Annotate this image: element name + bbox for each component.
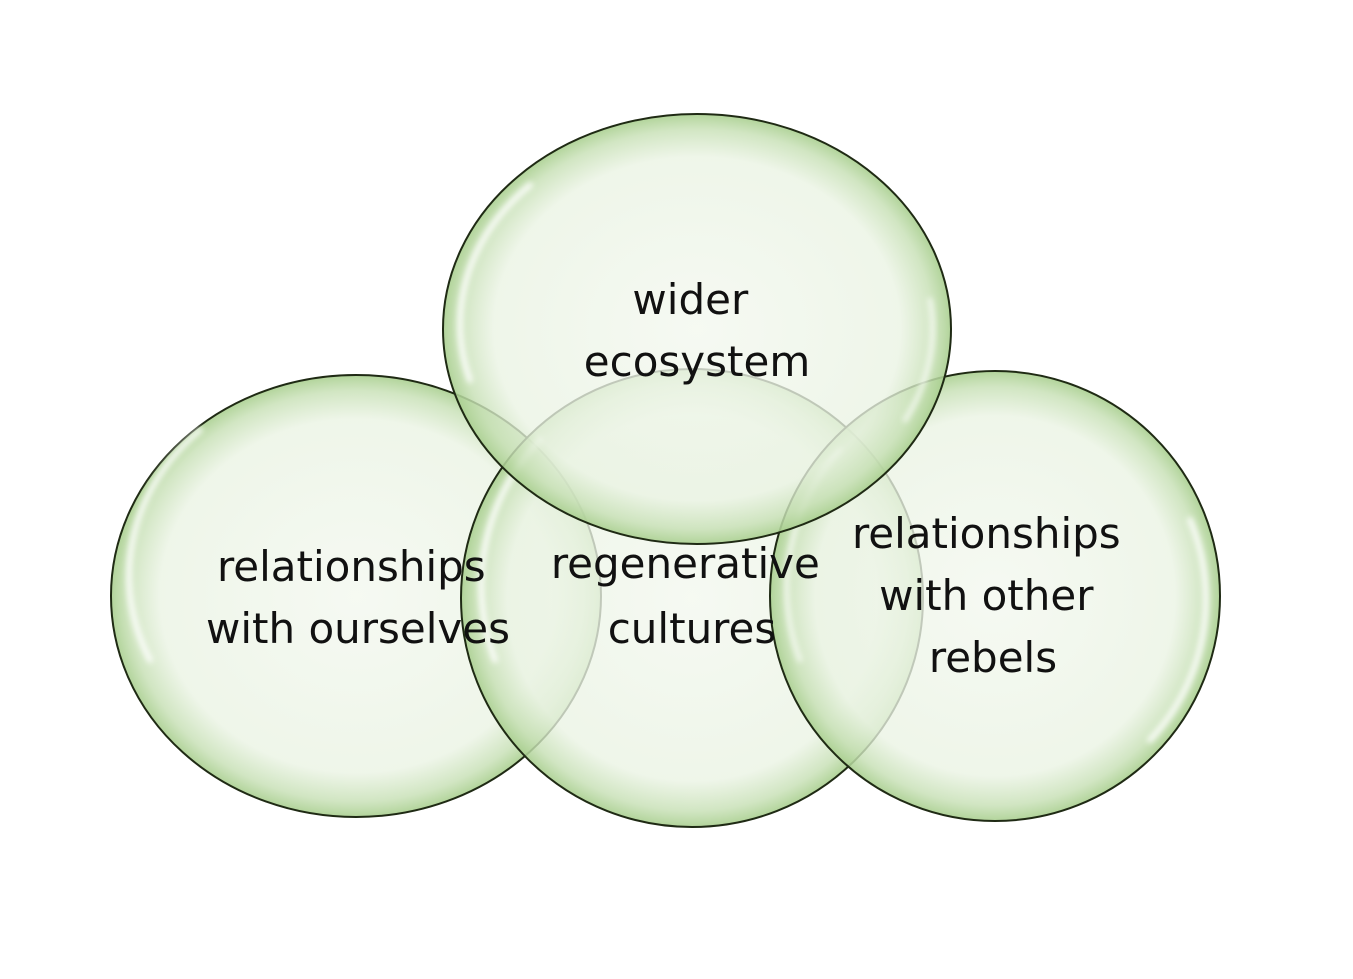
bubble-highlight	[457, 182, 533, 383]
label-line: cultures	[608, 604, 777, 653]
label-relationships-with-ourselves: relationships with ourselves	[206, 542, 510, 653]
label-wider-ecosystem: wider ecosystem	[584, 275, 810, 386]
label-line: relationships	[852, 509, 1121, 558]
label-line: regenerative	[551, 539, 820, 588]
bubble-shape	[442, 113, 952, 545]
label-line: ecosystem	[584, 337, 810, 386]
bubble-highlight	[1147, 517, 1209, 743]
bubble-highlight	[126, 427, 203, 663]
label-line: with ourselves	[206, 604, 510, 653]
label-relationships-with-other-rebels: relationships with other rebels	[852, 509, 1134, 682]
bubble-shape	[769, 370, 1221, 822]
label-line: rebels	[929, 633, 1057, 682]
label-line: wider	[632, 275, 749, 324]
bubble-highlight	[902, 297, 935, 423]
circle-wider-ecosystem	[442, 113, 952, 545]
label-regenerative-cultures: regenerative cultures	[551, 539, 833, 653]
label-line: with other	[879, 571, 1094, 620]
label-line: relationships	[217, 542, 486, 591]
